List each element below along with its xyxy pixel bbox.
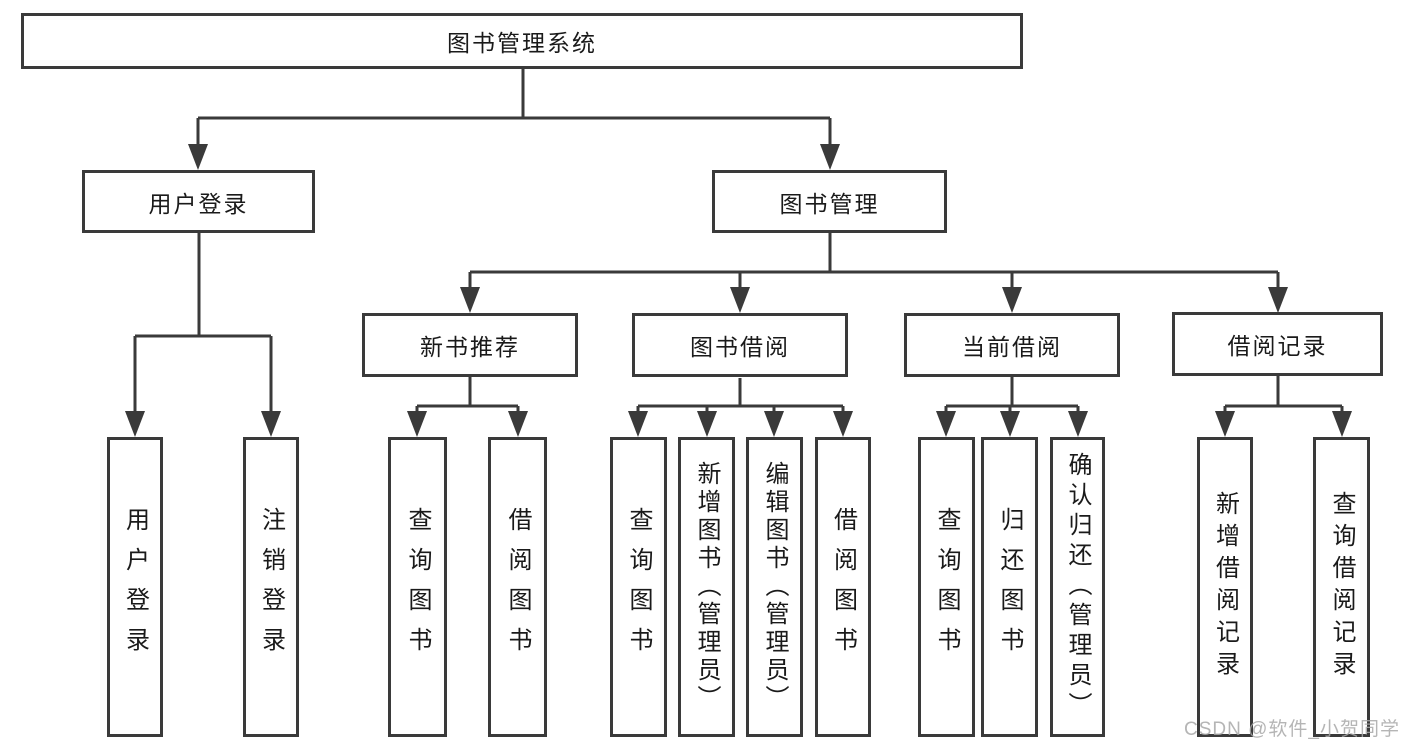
node-new-book-recommend: 新书推荐 [362,313,578,377]
leaf-add-borrow-record: 新增借阅记录 [1197,437,1253,737]
leaf-query-books-borrow: 查询图书 [610,437,667,737]
csdn-watermark: CSDN @软件_小贺同学 [1184,719,1400,740]
node-user-login-branch: 用户登录 [82,170,315,233]
leaf-return-books: 归还图书 [981,437,1038,737]
leaf-edit-books-admin: 编辑图书（管理员） [746,437,803,737]
node-book-management-branch: 图书管理 [712,170,947,233]
node-current-borrowing: 当前借阅 [904,313,1120,377]
leaf-query-books-current: 查询图书 [918,437,975,737]
leaf-add-books-admin: 新增图书（管理员） [678,437,735,737]
node-book-borrowing: 图书借阅 [632,313,848,377]
node-system-root: 图书管理系统 [21,13,1023,69]
leaf-confirm-return-admin: 确认归还（管理员） [1050,437,1105,737]
arrowhead-icons [125,144,1352,437]
leaf-query-books-rec: 查询图书 [388,437,447,737]
leaf-borrow-books-rec: 借阅图书 [488,437,547,737]
leaf-logout: 注销登录 [243,437,299,737]
leaf-user-login: 用户登录 [107,437,163,737]
node-borrowing-records: 借阅记录 [1172,312,1383,376]
leaf-query-borrow-record: 查询借阅记录 [1313,437,1370,737]
leaf-borrow-books: 借阅图书 [815,437,871,737]
